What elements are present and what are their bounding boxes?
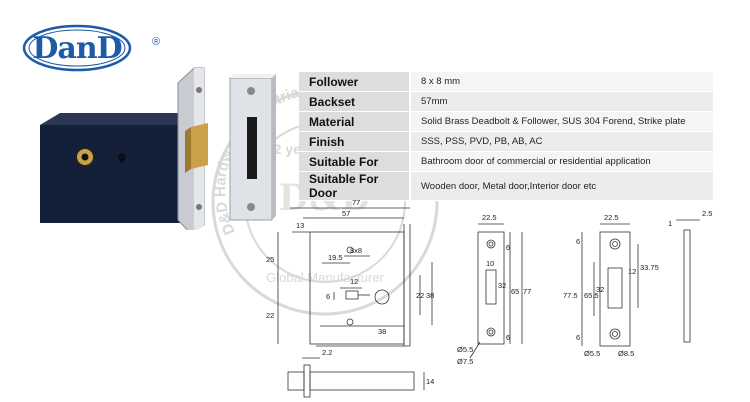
spec-label: Follower — [299, 72, 410, 92]
forend-6a: 6 — [506, 243, 510, 252]
watermark-sub: Global Manufacturer — [266, 270, 384, 285]
dim-38: 38 — [378, 327, 386, 336]
side-1: 1 — [668, 219, 672, 228]
dim-8x8: 8x8 — [350, 246, 362, 255]
spec-value: SSS, PSS, PVD, PB, AB, AC — [409, 131, 713, 152]
side-2-5: 2.5 — [702, 209, 712, 218]
side-view — [676, 219, 700, 343]
dim-22b: 22 — [416, 291, 424, 300]
forend-32: 32 — [498, 281, 506, 290]
spec-label: Suitable For Door — [299, 171, 410, 201]
strike-65-5: 65.5 — [584, 291, 599, 300]
spec-label: Material — [299, 111, 410, 132]
strike-view — [581, 223, 639, 347]
lock-body-view — [277, 207, 433, 359]
strike-width: 22.5 — [604, 213, 619, 222]
forend-6b: 6 — [506, 333, 510, 342]
forend-hole-large: Ø7.5 — [457, 357, 473, 366]
strike-6b: 6 — [576, 333, 580, 342]
spec-value: 57mm — [409, 91, 713, 112]
forend-view — [469, 223, 523, 359]
dim-25: 25 — [266, 255, 274, 264]
strike-32: 32 — [596, 285, 604, 294]
dim-38b: 38 — [426, 291, 434, 300]
spec-label: Suitable For — [299, 151, 410, 172]
product-photo — [40, 67, 276, 230]
strike-hole-a: Ø5.5 — [584, 349, 600, 358]
spec-label: Backset — [299, 91, 410, 112]
lock-bottom-view — [287, 364, 425, 398]
spec-label: Finish — [299, 131, 410, 152]
spec-value: Solid Brass Deadbolt & Follower, SUS 304… — [409, 111, 713, 132]
dim-6: 6 — [326, 292, 330, 301]
dim-13: 13 — [296, 221, 304, 230]
dim-12: 12 — [350, 277, 358, 286]
dim-22: 22 — [266, 311, 274, 320]
spec-value: 8 x 8 mm — [409, 72, 713, 92]
dim-2-2: 2.2 — [322, 348, 332, 357]
forend-77: 77 — [523, 287, 531, 296]
spec-value: Bathroom door of commercial or residenti… — [409, 151, 713, 172]
dim-57: 57 — [342, 209, 350, 218]
dim-77: 77 — [352, 198, 360, 207]
forend-width: 22.5 — [482, 213, 497, 222]
forend-10: 10 — [486, 259, 494, 268]
strike-12: 12 — [628, 267, 636, 276]
forend-65: 65 — [511, 287, 519, 296]
strike-hole-b: Ø8.5 — [618, 349, 634, 358]
forend-hole-small: Ø5.5 — [457, 345, 473, 354]
strike-77-5: 77.5 — [563, 291, 578, 300]
strike-33-75: 33.75 — [640, 263, 659, 272]
registered-mark: ® — [152, 36, 161, 48]
strike-6a: 6 — [576, 237, 580, 246]
brand-logo: DanD ® — [22, 24, 160, 72]
logo-oval — [22, 24, 132, 72]
dim-19-5: 19.5 — [328, 253, 343, 262]
logo-text: DanD — [32, 30, 122, 66]
spec-value: Wooden door, Metal door,Interior door et… — [409, 171, 713, 201]
dim-14: 14 — [426, 377, 434, 386]
